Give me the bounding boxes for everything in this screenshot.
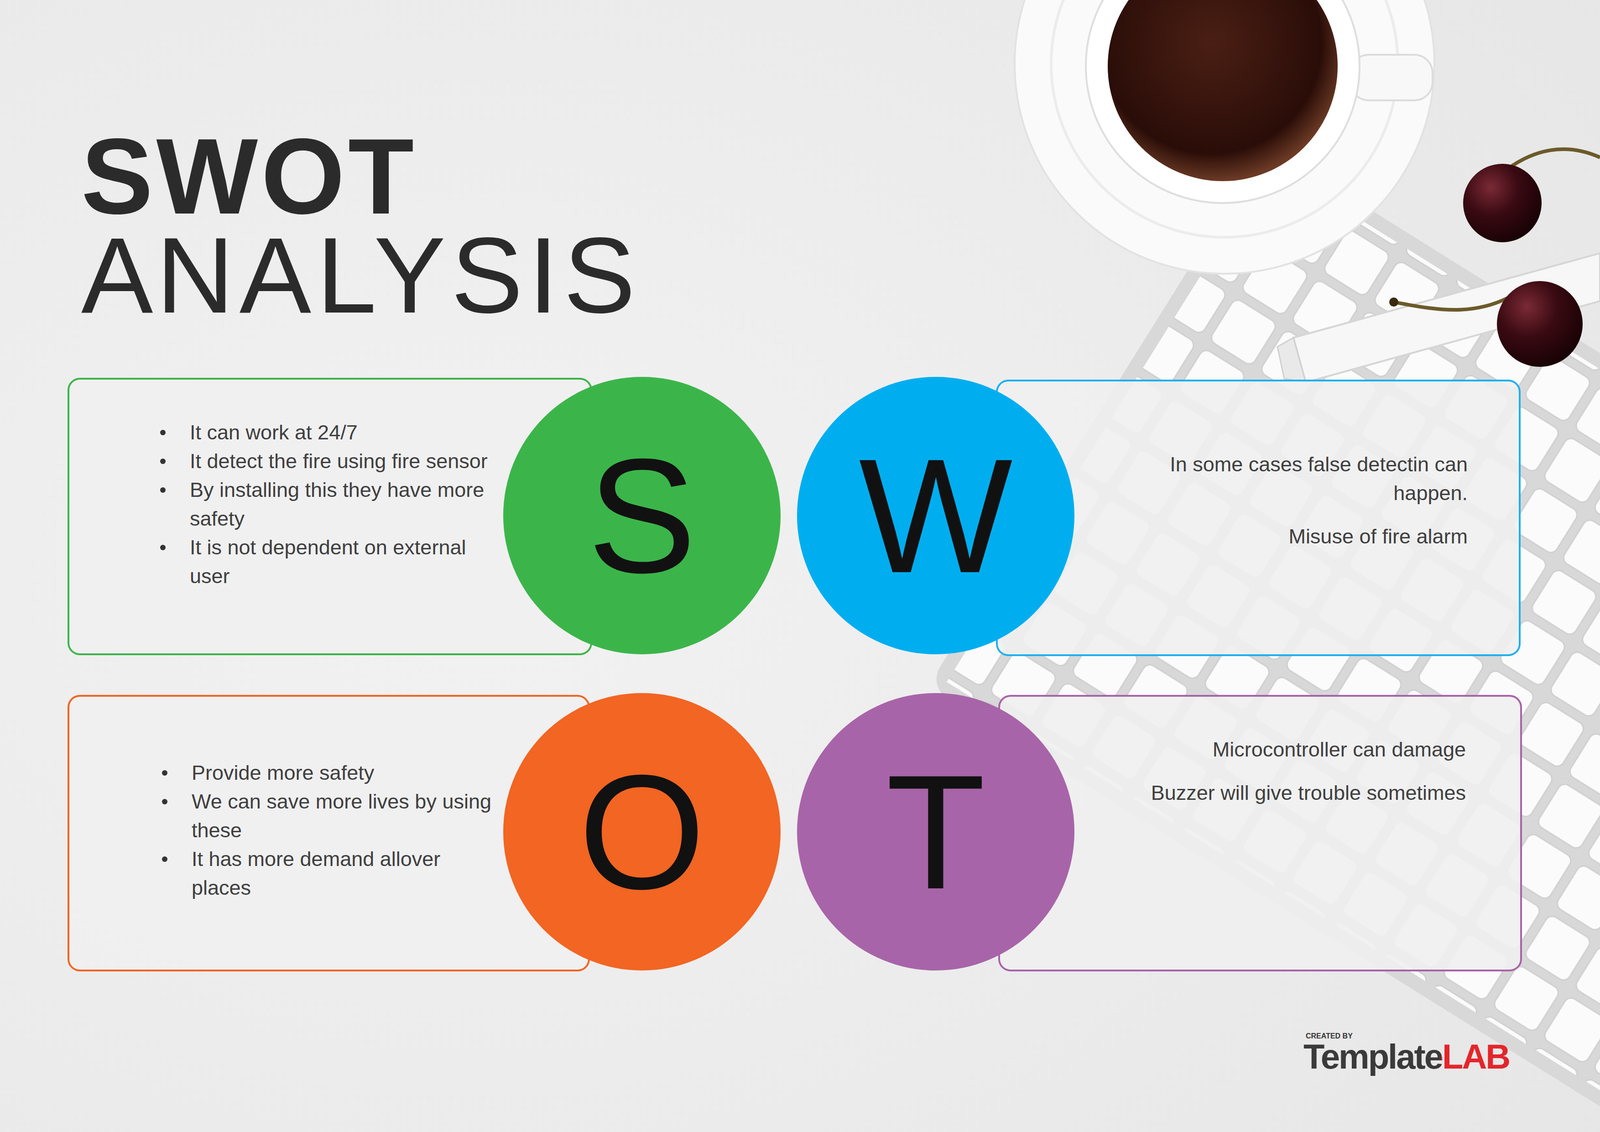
watermark-logo: TemplateLAB <box>1303 1036 1510 1077</box>
letter-circle: S <box>503 376 781 655</box>
saucer-ring <box>1051 0 1398 238</box>
keyboard-body <box>927 144 1600 1132</box>
circle-fill <box>797 376 1075 655</box>
swot-box: Microcontroller can damageBuzzer will gi… <box>998 694 1522 972</box>
bullet-text: It detect the fire using fire sensor <box>189 446 488 476</box>
bullet-text: It is not dependent on external user <box>189 532 491 591</box>
coffee-cup <box>1014 0 1435 274</box>
coffee <box>1107 0 1338 182</box>
pen-body <box>1293 253 1600 383</box>
box-text: Misuse of fire alarm <box>1093 521 1468 551</box>
letter-circle: T <box>797 693 1075 971</box>
bullet-text: We can save more lives by using these <box>191 786 493 845</box>
box-text: Buzzer will give trouble sometimes <box>1091 778 1466 808</box>
bullet-row: We can save more lives by using these <box>161 786 493 845</box>
cherry <box>1463 163 1542 243</box>
box-content: Provide more safetyWe can save more live… <box>161 758 493 902</box>
bullet-row: Provide more safety <box>161 758 493 787</box>
bullet-row: It can work at 24/7 <box>160 417 491 447</box>
swot-letter: W <box>797 376 1075 655</box>
swot-box: In some cases false detectin can happen.… <box>995 379 1521 657</box>
cup <box>1085 0 1360 204</box>
bullet-dot <box>161 770 168 776</box>
box-content: It can work at 24/7It detect the fire us… <box>160 417 491 591</box>
bullet-dot <box>161 798 168 805</box>
keyboard-keys <box>946 163 1600 1132</box>
bullet-row: It is not dependent on external user <box>160 532 491 591</box>
box-text: Microcontroller can damage <box>1091 734 1466 764</box>
bullet-dot <box>161 856 168 862</box>
swot-letter: S <box>503 376 781 655</box>
letter-circle: O <box>503 693 781 971</box>
bullet-text: It has more demand allover places <box>191 844 493 902</box>
pen-tip <box>1277 337 1306 383</box>
circle-fill <box>503 693 781 971</box>
bullet-dot <box>160 544 166 551</box>
letter-circle: W <box>797 376 1075 655</box>
box-text: In some cases false detectin can happen. <box>1093 449 1468 508</box>
cherries <box>1389 149 1600 367</box>
bullet-text: By installing this they have more safety <box>189 475 491 533</box>
cherry <box>1496 281 1583 367</box>
pen <box>1277 253 1600 383</box>
stem-end <box>1389 297 1399 307</box>
keyboard <box>927 144 1600 1132</box>
box-content: In some cases false detectin can happen.… <box>1093 449 1468 566</box>
box-content: Microcontroller can damageBuzzer will gi… <box>1091 734 1466 822</box>
bullet-dot <box>160 487 166 493</box>
bullet-row: By installing this they have more safety <box>160 475 491 533</box>
circle-fill <box>503 376 781 655</box>
bullet-text: Provide more safety <box>191 758 375 787</box>
page-title: SWOT ANALYSIS <box>81 126 766 325</box>
bullet-dot <box>160 458 166 464</box>
bullet-row: It has more demand allover places <box>161 844 493 902</box>
swot-letter: O <box>503 693 781 971</box>
bullet-row: It detect the fire using fire sensor <box>160 446 491 476</box>
cup-handle <box>1350 54 1433 101</box>
saucer <box>1014 0 1435 274</box>
cherry-stem <box>1507 149 1600 169</box>
swot-letter: T <box>797 693 1075 971</box>
bullet-dot <box>160 429 166 436</box>
bullet-text: It can work at 24/7 <box>189 417 358 447</box>
circle-fill <box>797 693 1075 971</box>
